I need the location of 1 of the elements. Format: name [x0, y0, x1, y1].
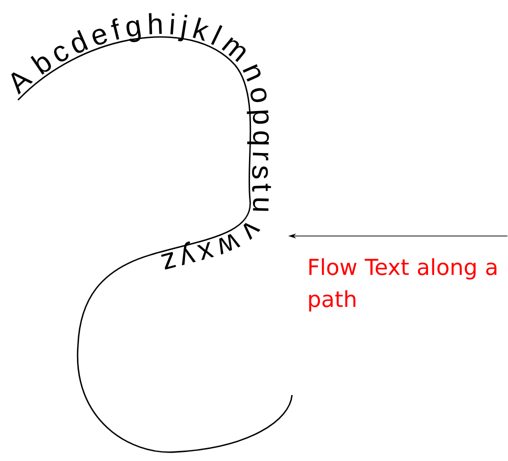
annotation-text: Flow Text along a path	[309, 258, 496, 312]
